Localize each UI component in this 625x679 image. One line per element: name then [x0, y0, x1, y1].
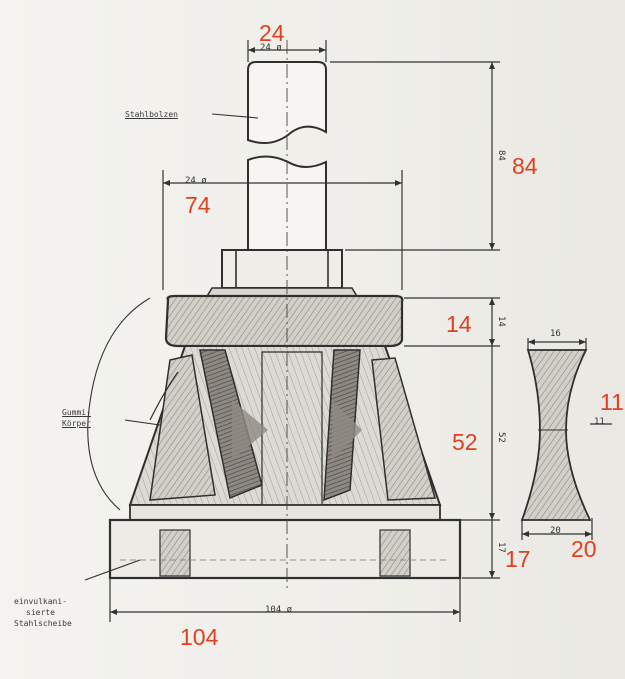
h14-text: 14	[496, 316, 506, 327]
base-diameter-text: 104 ø	[265, 605, 293, 615]
h52-text: 52	[496, 432, 506, 443]
dimension-lines	[109, 40, 612, 622]
annotation-84: 84	[512, 153, 538, 179]
leader-lines	[84, 113, 259, 581]
label-stahlscheibe: Stahlscheibe	[14, 619, 72, 628]
upper-ring	[164, 294, 404, 348]
label-koerper: Körper	[62, 419, 91, 428]
w16-text: 16	[550, 329, 561, 339]
label-einvulkanisierte-2: sierte	[26, 608, 55, 617]
annotation-104: 104	[180, 624, 219, 650]
annotation-20: 20	[571, 536, 597, 562]
rubber-element-detail	[520, 349, 592, 521]
w11-text: 11	[594, 417, 605, 427]
rubber-body	[128, 345, 442, 506]
steel-bolt	[204, 61, 360, 299]
label-stahlbolzen: Stahlbolzen	[125, 110, 178, 119]
annotation-74: 74	[185, 192, 211, 218]
label-gummi: Gummi-	[62, 408, 91, 417]
label-einvulkanisierte-1: einvulkani-	[14, 597, 67, 606]
mid-diameter-text: 24 ø	[185, 176, 207, 186]
annotation-14: 14	[446, 311, 472, 337]
base-plate	[108, 504, 462, 580]
h17-text: 17	[496, 542, 506, 553]
annotation-52: 52	[452, 429, 478, 455]
arrowheads	[110, 47, 592, 615]
w20-text: 20	[550, 526, 561, 536]
annotation-11: 11	[600, 389, 624, 415]
annotation-17: 17	[505, 546, 531, 572]
top-diameter-text: 24 ø	[260, 43, 282, 53]
h84-text: 84	[496, 150, 506, 161]
annotation-24: 24	[259, 20, 285, 46]
